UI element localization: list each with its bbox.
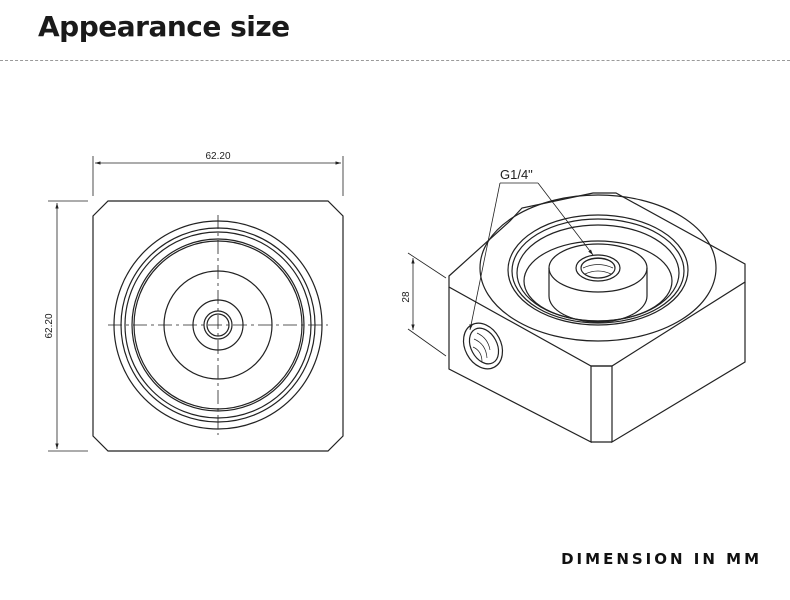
iso-boss-hole-outer — [575, 254, 621, 282]
height-label: 62.20 — [44, 313, 55, 338]
page-title: Appearance size — [38, 10, 290, 43]
iso-top-face — [448, 192, 746, 367]
iso-thread-mid — [511, 218, 685, 324]
thread-label: G1/4" — [500, 167, 533, 182]
depth-dimension — [407, 252, 447, 357]
iso-side-port-thread — [472, 332, 491, 363]
top-view-outline — [92, 200, 344, 452]
top-view — [92, 200, 344, 452]
iso-boss-thread — [582, 258, 614, 275]
width-dimension — [92, 156, 344, 196]
iso-thread-outer — [507, 214, 689, 326]
iso-boss-top — [548, 243, 648, 293]
width-label: 62.20 — [205, 151, 230, 162]
dimension-note: DIMENSION IN MM — [561, 550, 762, 568]
thread-callout — [469, 182, 594, 331]
height-dimension — [48, 200, 88, 452]
iso-right-face — [611, 282, 746, 444]
iso-left-face — [448, 287, 592, 443]
isometric-view — [448, 192, 746, 444]
iso-boss-wall — [548, 268, 648, 323]
header-divider — [0, 60, 790, 61]
depth-label: 28 — [401, 291, 412, 303]
iso-floor — [523, 240, 673, 322]
iso-side-port-mid — [468, 327, 500, 365]
iso-boss-hole-inner — [580, 257, 616, 279]
iso-outer-rim — [479, 194, 717, 342]
